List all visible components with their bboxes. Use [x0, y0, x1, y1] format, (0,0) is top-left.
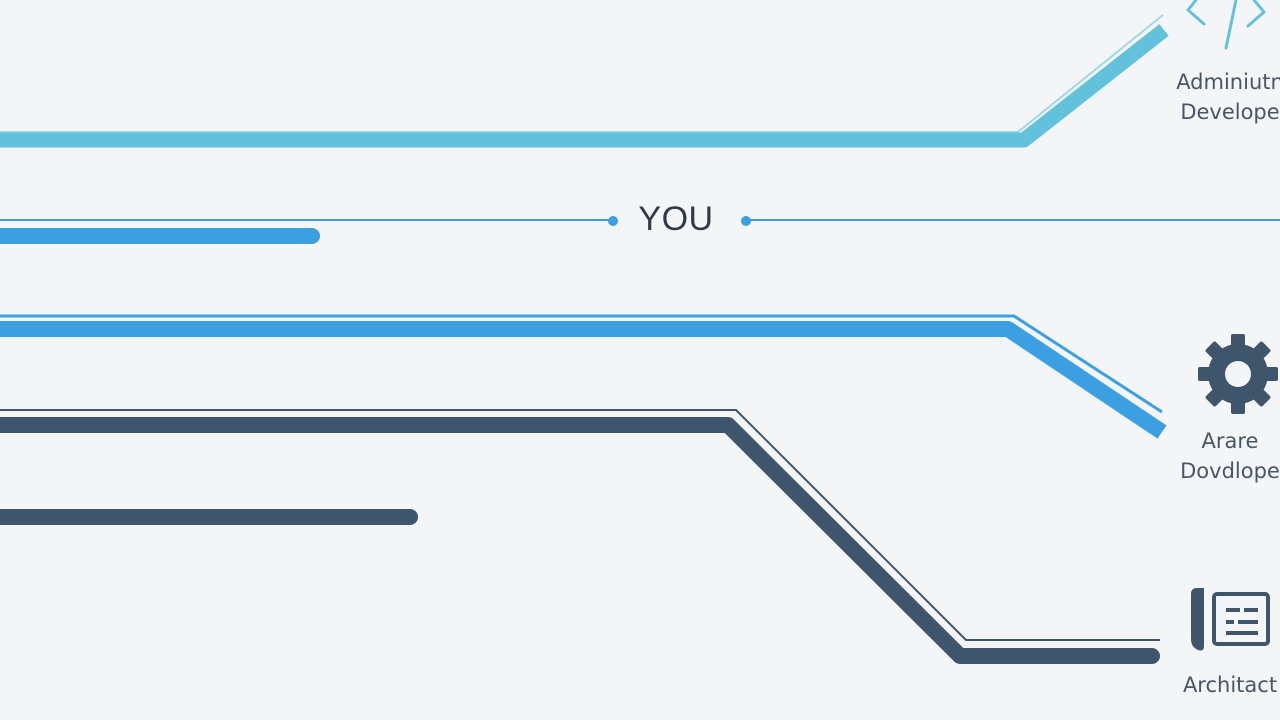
code-brackets-icon [1186, 0, 1266, 50]
path-azure-developer [0, 314, 1167, 439]
role-label-line: Adminiutn [1176, 70, 1280, 94]
path-architect [0, 409, 1160, 664]
role-label-administrator-developer: Adminiutn Develope [1160, 67, 1280, 127]
blueprint-document-icon [1191, 588, 1270, 651]
role-label-line: Develope [1180, 100, 1280, 124]
role-label-architect: Architact [1160, 670, 1280, 700]
role-label-azure-developer: Arare Dovdlope [1160, 426, 1280, 486]
path-admin-developer [0, 14, 1169, 148]
you-connector-line [0, 216, 1280, 226]
role-label-line: Architact [1182, 673, 1278, 697]
you-label: YOU [638, 200, 714, 238]
role-label-line: Arare [1201, 429, 1259, 453]
gear-icon [1198, 334, 1278, 414]
connector-dot-left [608, 216, 618, 226]
role-label-line: Dovdlope [1180, 459, 1280, 483]
